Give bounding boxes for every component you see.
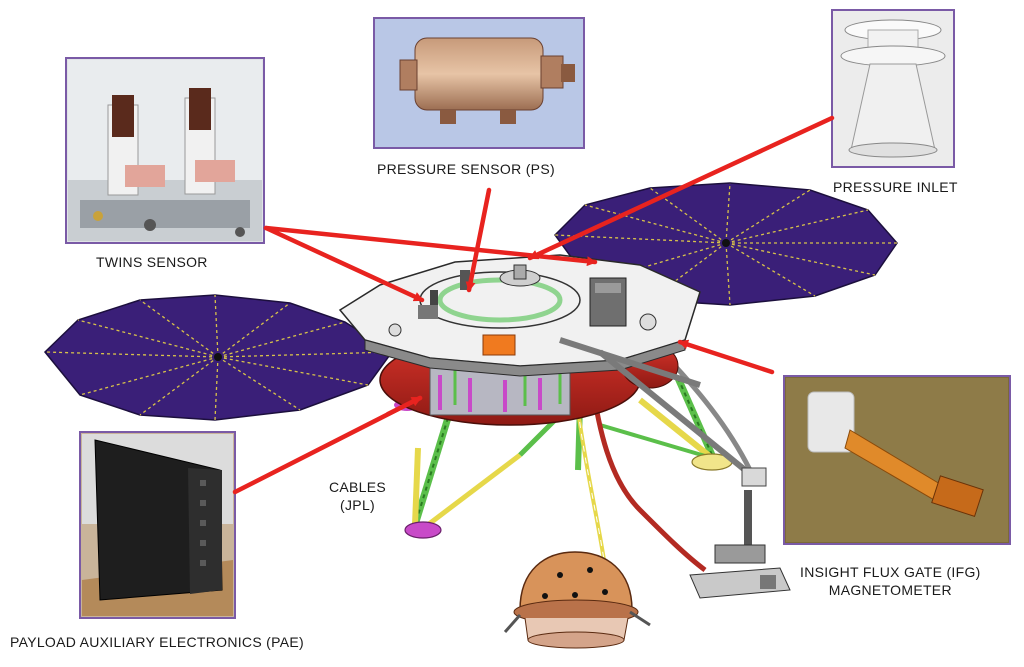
cables-label: CABLES (JPL) <box>329 478 386 514</box>
arrow-pressure-inlet <box>527 115 835 261</box>
pressure-inlet-photo <box>831 9 955 168</box>
cables-label-line2: (JPL) <box>340 497 375 513</box>
flux-gate-label-line2: MAGNETOMETER <box>828 582 952 598</box>
flux-gate-photo <box>783 375 1011 545</box>
callout-arrows <box>232 115 835 495</box>
pressure-sensor-photo <box>373 17 585 149</box>
pressure-inlet-label: PRESSURE INLET <box>833 179 958 195</box>
lander-body <box>338 254 747 473</box>
arrow-twins-to-mast-left <box>263 225 425 303</box>
pae-photo <box>79 431 236 619</box>
seismometer-dome <box>503 551 651 649</box>
flux-gate-label-line1: INSIGHT FLUX GATE (IFG) <box>800 564 981 580</box>
pae-label: PAYLOAD AUXILIARY ELECTRONICS (PAE) <box>10 634 304 650</box>
arrow-flux-gate <box>677 339 775 375</box>
arrow-twins-to-mast-right <box>263 225 598 267</box>
pressure-sensor-label: PRESSURE SENSOR (PS) <box>377 161 555 177</box>
left-solar-panel <box>43 294 394 421</box>
cables-label-line1: CABLES <box>329 479 387 495</box>
twins-sensor-photo <box>65 57 265 244</box>
flux-gate-stand <box>689 467 791 599</box>
arrow-pressure-sensor <box>465 187 492 293</box>
twins-sensor-label: TWINS SENSOR <box>96 254 208 270</box>
arrow-pae <box>232 395 423 495</box>
flux-gate-label: INSIGHT FLUX GATE (IFG) MAGNETOMETER <box>800 563 981 599</box>
